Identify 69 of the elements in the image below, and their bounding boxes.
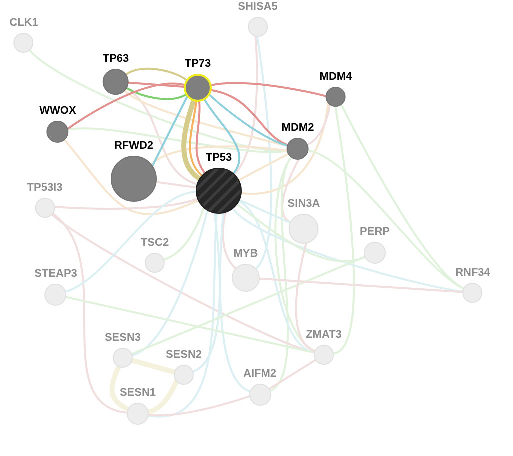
interaction-line (54, 198, 198, 210)
interaction-line (192, 212, 221, 373)
interaction-line (238, 153, 290, 182)
gene-label: TSC2 (140, 236, 170, 250)
gene-label: SIN3A (288, 197, 320, 211)
interaction-line (307, 104, 332, 146)
interaction-line (255, 36, 272, 270)
interaction-line (308, 150, 465, 290)
gene-label: MDM4 (320, 70, 352, 84)
interaction-line (210, 82, 327, 98)
gene-label: TP63 (102, 52, 130, 66)
gene-label: AIFM2 (244, 367, 276, 381)
interaction-line (132, 210, 208, 356)
gene-label: SHISA5 (238, 0, 278, 14)
interaction-line (68, 128, 288, 154)
interaction-line (204, 99, 241, 174)
interaction-line (128, 82, 185, 88)
interaction-line (148, 396, 250, 417)
interaction-line (269, 156, 292, 392)
interaction-line (164, 207, 205, 261)
interaction-line (66, 296, 316, 354)
gene-label: WWOX (40, 104, 76, 118)
interaction-line (124, 90, 288, 148)
interaction-line (240, 102, 330, 195)
interaction-line (238, 200, 316, 354)
gene-label: CLK1 (10, 16, 38, 30)
interaction-line (64, 139, 200, 216)
interaction-line (219, 212, 251, 392)
gene-label: RFWD2 (114, 139, 154, 153)
interaction-line (146, 379, 179, 414)
gene-label: SESN1 (120, 386, 156, 400)
gene-label: PERP (360, 225, 390, 239)
gene-label: SESN2 (166, 348, 202, 362)
interaction-line (52, 212, 128, 414)
interaction-line (295, 242, 316, 352)
interaction-line (274, 156, 316, 352)
interaction-line (232, 208, 464, 293)
gene-label: TP53 (206, 151, 232, 165)
interaction-line (150, 146, 288, 166)
interaction-line (182, 98, 202, 182)
interaction-line (68, 82, 186, 130)
gene-label: ZMAT3 (306, 328, 342, 342)
gene-label: MDM2 (282, 121, 314, 135)
interaction-line (126, 88, 187, 100)
interaction-line (110, 364, 130, 412)
interaction-line (259, 278, 464, 294)
gene-label: MYB (234, 247, 258, 261)
interaction-line (236, 204, 366, 263)
interaction-line (148, 212, 218, 418)
interaction-line (282, 159, 300, 224)
interaction-line (156, 181, 198, 189)
gene-label: RNF34 (456, 266, 490, 280)
interaction-line (130, 358, 177, 375)
interaction-line (239, 199, 292, 224)
interaction-line (196, 100, 206, 174)
gene-label: TP73 (184, 57, 212, 71)
interaction-line (234, 36, 258, 176)
interaction-line (152, 96, 188, 167)
interaction-line (222, 212, 237, 270)
interaction-line (189, 100, 203, 177)
interaction-line (131, 256, 366, 356)
interaction-line (126, 68, 188, 81)
gene-label: SESN3 (104, 331, 142, 345)
interaction-line (126, 88, 198, 186)
gene-label: TP53I3 (27, 181, 63, 195)
gene-label: STEAP3 (34, 267, 78, 281)
interaction-line (268, 359, 316, 390)
interaction-line (66, 191, 197, 293)
interaction-line (332, 106, 356, 355)
